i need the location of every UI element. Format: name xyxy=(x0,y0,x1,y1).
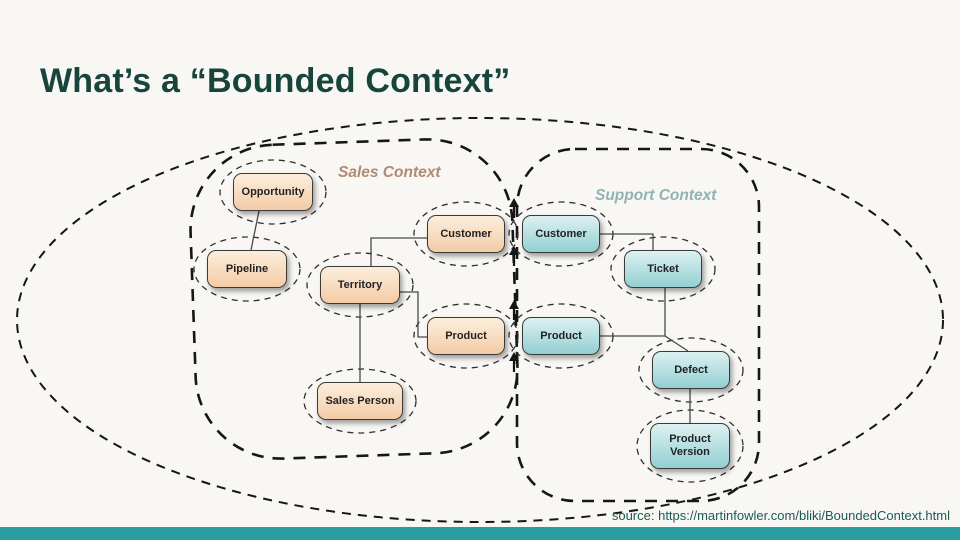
support-context-boundary xyxy=(515,147,761,503)
node-defect: Defect xyxy=(652,351,730,389)
node-product-version: Product Version xyxy=(650,423,730,469)
boundary-arrow-up-icon xyxy=(509,246,519,266)
node-pipeline: Pipeline xyxy=(207,250,287,288)
edge-territory-product xyxy=(400,291,427,338)
node-opportunity: Opportunity xyxy=(233,173,313,211)
node-sales-person: Sales Person xyxy=(317,382,403,420)
support-context-label: Support Context xyxy=(595,187,717,204)
boundary-arrows xyxy=(509,198,519,372)
sales-context-label: Sales Context xyxy=(338,164,441,181)
ellipse-customer-sales xyxy=(413,201,519,267)
entity-edges xyxy=(250,210,691,423)
ellipse-opportunity xyxy=(219,159,327,225)
node-customer-sales: Customer xyxy=(427,215,505,253)
ellipse-defect xyxy=(638,337,744,403)
edge-ticket-defect xyxy=(664,288,689,352)
node-product-sales: Product xyxy=(427,317,505,355)
outer-boundary-ellipse xyxy=(16,117,944,523)
node-territory: Territory xyxy=(320,266,400,304)
node-customer-support: Customer xyxy=(522,215,600,253)
edge-territory-customer xyxy=(370,237,427,266)
ellipse-ticket xyxy=(610,236,716,302)
ellipse-pipeline xyxy=(193,236,301,302)
node-ticket: Ticket xyxy=(624,250,702,288)
bottom-accent-bar xyxy=(0,527,960,540)
boundary-arrow-up-icon xyxy=(509,300,519,320)
page-title: What’s a “Bounded Context” xyxy=(40,62,511,100)
edge-opportunity-pipeline xyxy=(250,210,260,251)
source-link[interactable]: source: https://martinfowler.com/bliki/B… xyxy=(611,508,950,523)
edge-customer-ticket xyxy=(600,233,654,250)
boundary-arrow-up-icon xyxy=(509,198,519,218)
boundary-arrow-up-icon xyxy=(509,352,519,372)
node-product-support: Product xyxy=(522,317,600,355)
ellipse-product-sales xyxy=(413,303,519,369)
sales-context-boundary xyxy=(189,138,519,460)
